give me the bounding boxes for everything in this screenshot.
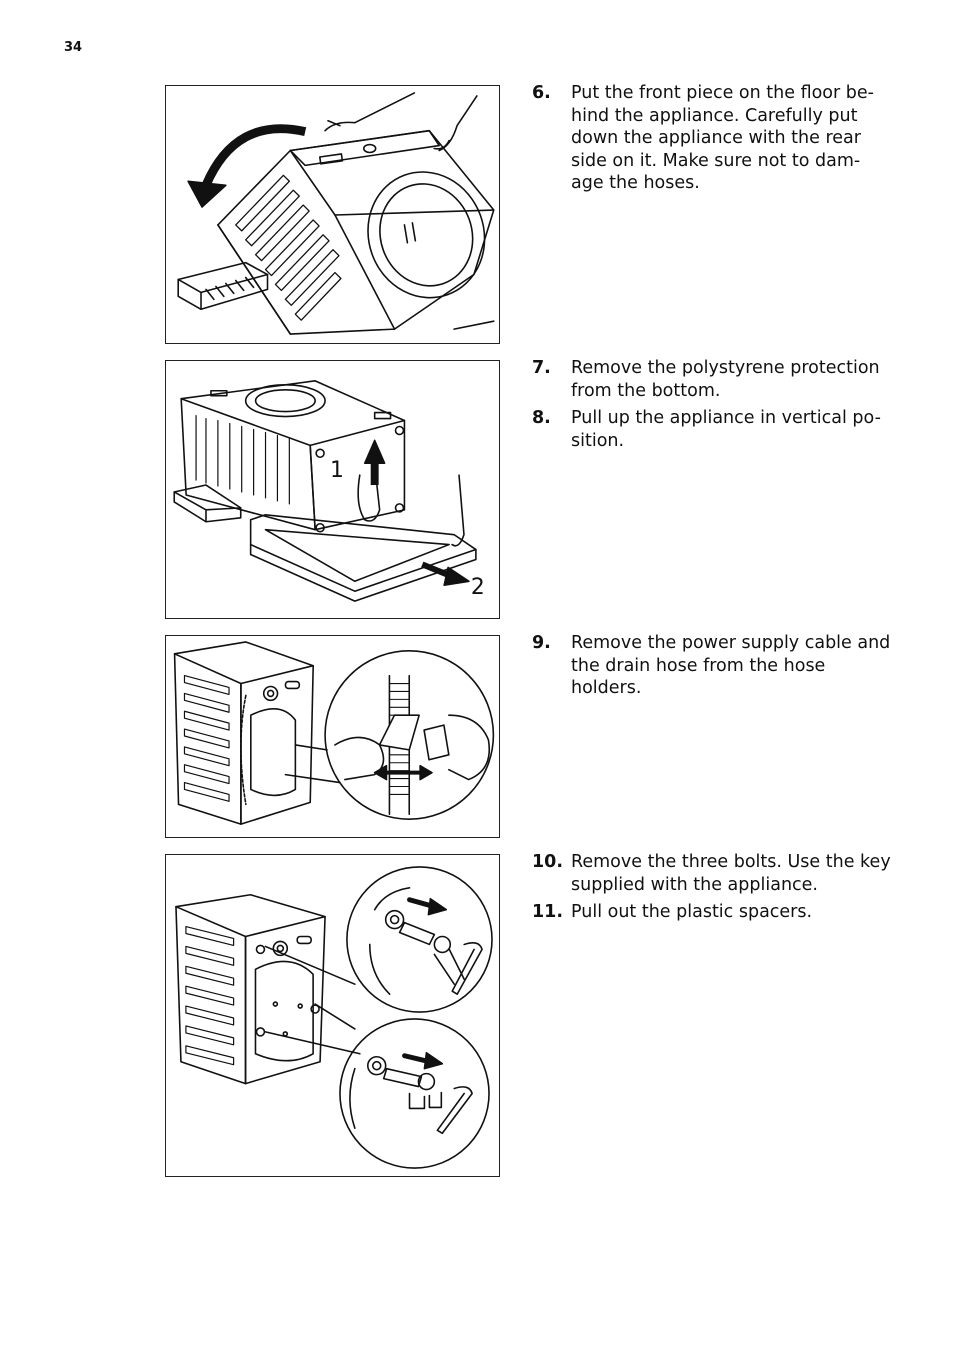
step-11: 11. Pull out the plastic spacers. [532, 901, 892, 924]
step-text: Put the front piece on the floor be-hind… [571, 83, 874, 193]
figure-remove-polystyrene: 1 2 [165, 360, 500, 619]
step-text: Remove the three bolts. Use the key supp… [571, 852, 891, 895]
steps-group-2: 7. Remove the polystyrene protection fro… [532, 357, 892, 457]
step-number: 10. [532, 852, 564, 872]
figure-remove-hose-holders [165, 635, 500, 838]
page-number: 34 [64, 40, 83, 55]
step-text: Remove the power supply cable and the dr… [571, 633, 891, 698]
step-number: 6. [532, 83, 551, 103]
step-9: 9. Remove the power supply cable and the… [532, 632, 892, 700]
figure-label-2: 2 [471, 575, 485, 600]
step-number: 9. [532, 633, 551, 653]
step-6: 6. Put the front piece on the floor be-h… [532, 82, 892, 195]
step-10: 10. Remove the three bolts. Use the key … [532, 851, 892, 896]
step-7: 7. Remove the polystyrene protection fro… [532, 357, 892, 402]
step-text: Pull out the plastic spacers. [571, 902, 813, 922]
figure-remove-bolts [165, 854, 500, 1177]
step-8: 8. Pull up the appliance in vertical po-… [532, 407, 892, 452]
step-number: 11. [532, 902, 564, 922]
steps-group-3: 9. Remove the power supply cable and the… [532, 632, 892, 705]
figure-tilt-appliance [165, 85, 500, 344]
steps-group-1: 6. Put the front piece on the floor be-h… [532, 82, 892, 200]
figure-label-1: 1 [330, 458, 344, 483]
step-text: Remove the polystyrene protection from t… [571, 358, 880, 401]
steps-group-4: 10. Remove the three bolts. Use the key … [532, 851, 892, 929]
step-text: Pull up the appliance in vertical po-sit… [571, 408, 881, 451]
step-number: 7. [532, 358, 551, 378]
step-number: 8. [532, 408, 551, 428]
